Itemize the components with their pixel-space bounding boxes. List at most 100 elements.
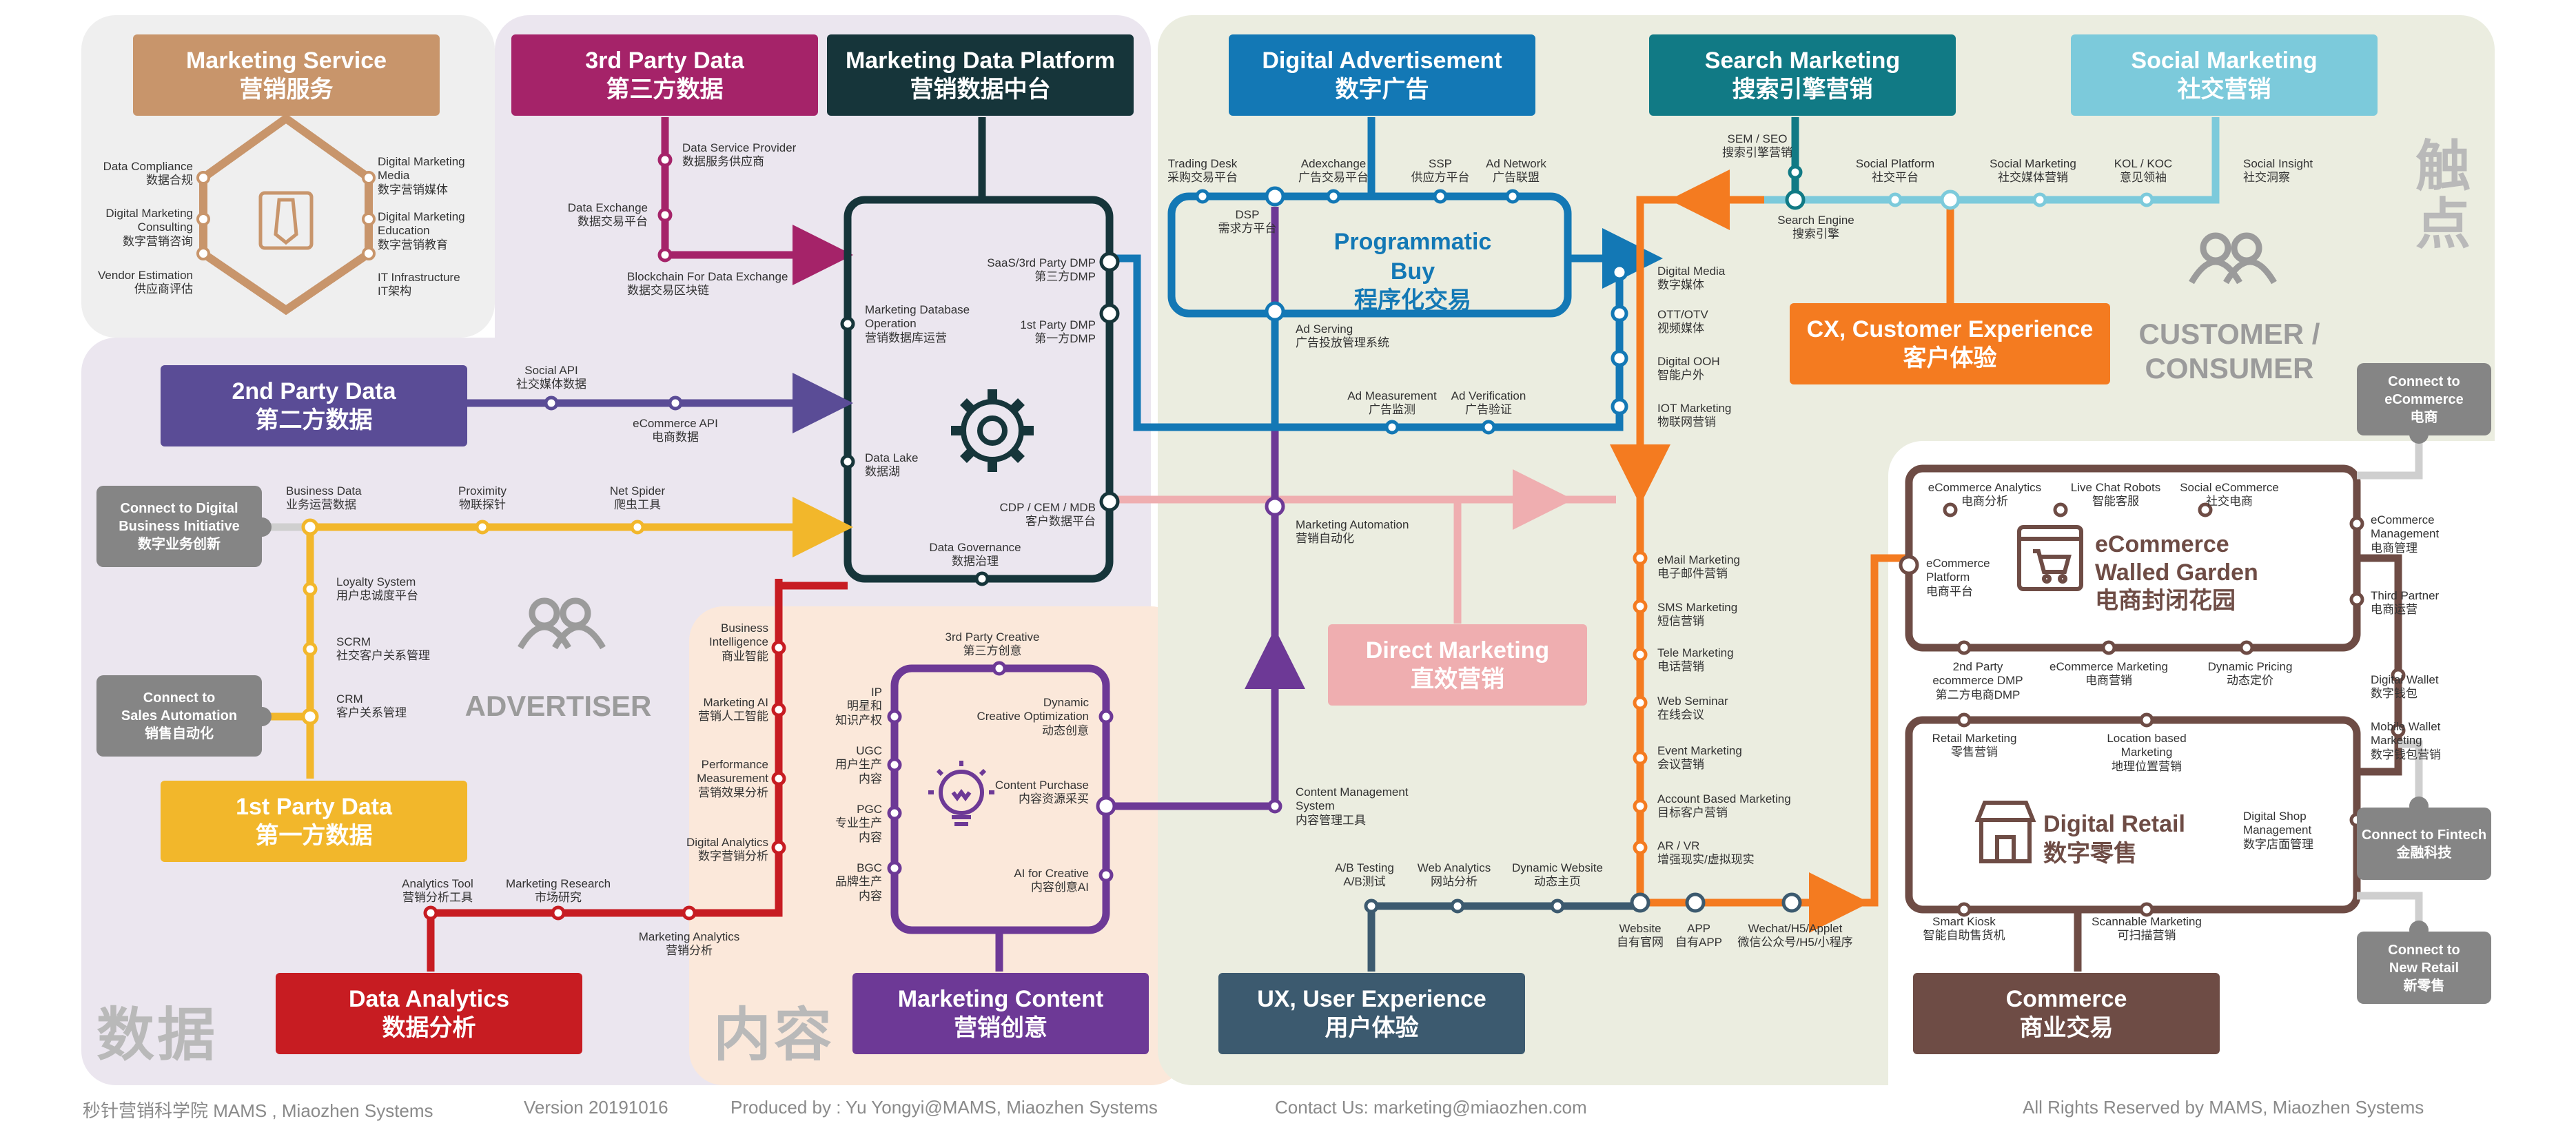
footer-org: 秒针营销科学院 MAMS , Miaozhen Systems (83, 1100, 433, 1121)
gear-icon (951, 389, 1034, 472)
station-dots (301, 152, 2406, 921)
shopping-cart-icon (2017, 525, 2083, 591)
retail-store-icon (1974, 801, 2036, 863)
line-third-party (661, 117, 853, 285)
footer-rights: All Rights Reserved by MAMS, Miaozhen Sy… (2023, 1097, 2424, 1118)
advertiser-label: ADVERTISER (464, 690, 652, 722)
lightbulb-icon (928, 761, 994, 826)
customer-label: CUSTOMER /CONSUMER (2138, 318, 2320, 385)
region-label-touchpoint-text: 触点 (2415, 136, 2473, 255)
service-hexagon (199, 113, 373, 316)
line-content-purchase (1106, 628, 1305, 810)
region-label-touchpoint: 触点 (2415, 138, 2477, 254)
line-data-analytics (427, 582, 848, 972)
tie-icon (258, 191, 314, 250)
footer-contact: Contact Us: marketing@miaozhen.com (1275, 1097, 1587, 1118)
line-social (1723, 117, 2220, 204)
advertiser-icon (518, 597, 606, 650)
line-ux (1367, 902, 1640, 972)
footer-version: Version 20191016 (524, 1097, 668, 1118)
